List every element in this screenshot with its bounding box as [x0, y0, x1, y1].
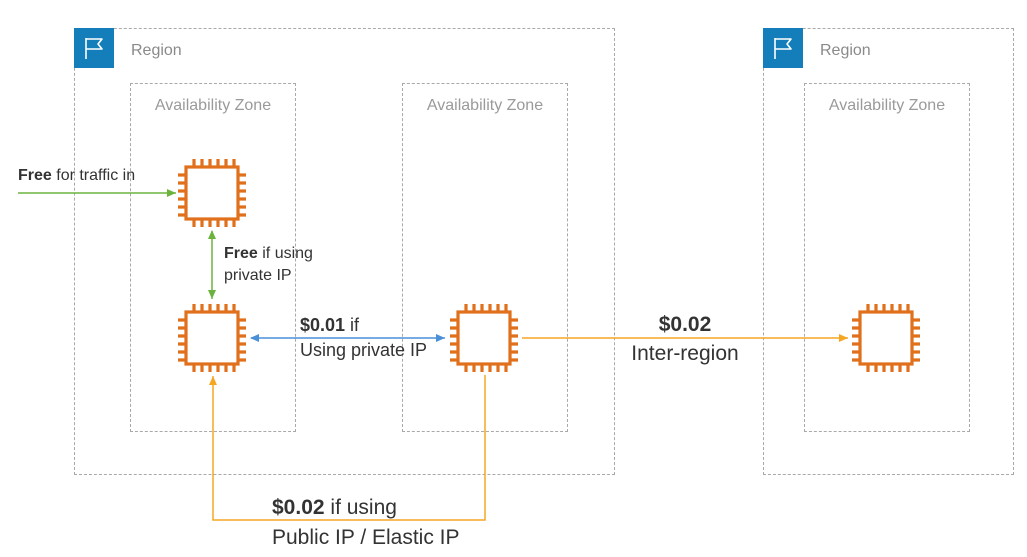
ec2-instance-chip-icon — [178, 304, 246, 372]
inter-region-price: $0.02 — [658, 313, 712, 336]
availability-zone-label: Availability Zone — [426, 97, 544, 114]
region-label: Region — [131, 42, 182, 59]
cross-az-line1: if — [345, 315, 360, 335]
public-ip-line2: Public IP / Elastic IP — [272, 526, 460, 549]
inter-region-text: Inter-region — [631, 342, 739, 365]
ec2-instance-chip-icon — [178, 159, 246, 227]
public-ip-price: $0.02 — [272, 496, 325, 519]
traffic-in-price: Free — [18, 167, 52, 184]
ec2-instance-chip-icon — [852, 304, 920, 372]
flag-icon — [763, 28, 803, 68]
region-right: Region — [763, 28, 1014, 475]
ec2-instance-chip-icon — [450, 304, 518, 372]
traffic-in-label: Free for traffic in — [18, 167, 135, 185]
traffic-in-text: for traffic in — [51, 167, 136, 184]
availability-zone-label: Availability Zone — [828, 97, 946, 114]
availability-zone-3: Availability Zone — [804, 83, 970, 432]
availability-zone-label: Availability Zone — [154, 97, 272, 114]
same-az-label: Free if using private IP — [224, 243, 313, 287]
same-az-price: Free — [224, 245, 258, 262]
region-left: Region — [74, 28, 615, 475]
cross-az-line2: Using private IP — [300, 340, 428, 360]
inter-region-label: $0.02 Inter-region — [620, 310, 750, 368]
public-ip-arrow — [209, 375, 486, 521]
same-az-line2: private IP — [224, 267, 292, 284]
flag-icon — [74, 28, 114, 68]
region-label: Region — [820, 42, 871, 59]
cross-az-price: $0.01 — [300, 315, 346, 335]
same-az-line1: if using — [257, 245, 313, 262]
public-ip-label: $0.02 if using Public IP / Elastic IP — [272, 493, 460, 553]
cross-az-label: $0.01 if Using private IP — [300, 313, 427, 363]
public-ip-line1: if using — [324, 496, 397, 519]
